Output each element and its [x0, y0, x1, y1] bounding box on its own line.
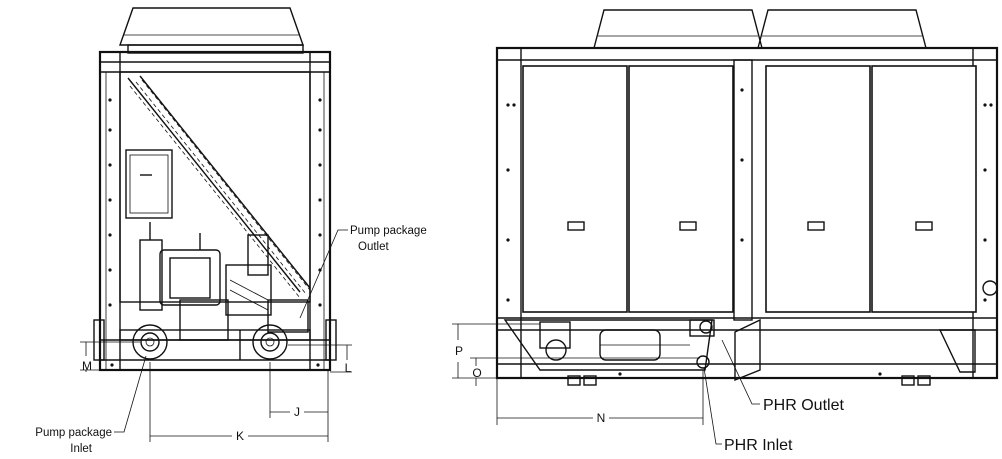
dimension-j-label: J	[294, 405, 300, 419]
dimension-l-label: L	[345, 361, 352, 375]
pump-package	[119, 222, 311, 360]
pump-outlet-callout: Pump package Outlet	[299, 225, 427, 319]
right-frame	[495, 46, 999, 380]
phr-inlet-callout: PHR Inlet	[703, 367, 793, 454]
left-coil-panel	[119, 71, 311, 303]
left-bolt-holes	[108, 98, 322, 367]
dimension-m-label: M	[82, 359, 92, 373]
dimension-k: K	[149, 362, 329, 443]
phr-outlet-callout: PHR Outlet	[721, 339, 844, 414]
right-fan-housings	[590, 9, 930, 49]
pump-inlet-label-line2: Inlet	[70, 443, 93, 455]
dimension-p-label: P	[455, 344, 463, 358]
phr-inlet-label: PHR Inlet	[724, 437, 793, 454]
pump-outlet-label-line1: Pump package	[350, 225, 427, 237]
phr-outlet-label: PHR Outlet	[763, 397, 844, 414]
coil-panels	[522, 65, 977, 313]
right-bolt-holes	[506, 88, 993, 376]
dimension-n: N	[496, 370, 704, 425]
pump-outlet-label-line2: Outlet	[358, 241, 389, 253]
left-fan-housing	[119, 7, 304, 54]
dimension-p: P	[452, 323, 540, 379]
dimension-n-label: N	[597, 411, 606, 425]
phr-equipment	[503, 280, 998, 386]
pump-inlet-callout: Pump package Inlet	[35, 355, 147, 455]
dimension-o-label: O	[472, 366, 481, 380]
dimension-l: L	[288, 344, 352, 375]
dimension-k-label: K	[236, 429, 244, 443]
pump-inlet-label-line1: Pump package	[35, 427, 112, 439]
dimension-o: O	[470, 357, 700, 386]
front-view: N P O PHR Outlet PHR Inlet	[452, 9, 999, 454]
side-view: K J M L Pump package Outlet	[35, 7, 427, 455]
dimension-j: J	[269, 362, 328, 419]
dimension-m: M	[80, 341, 140, 373]
